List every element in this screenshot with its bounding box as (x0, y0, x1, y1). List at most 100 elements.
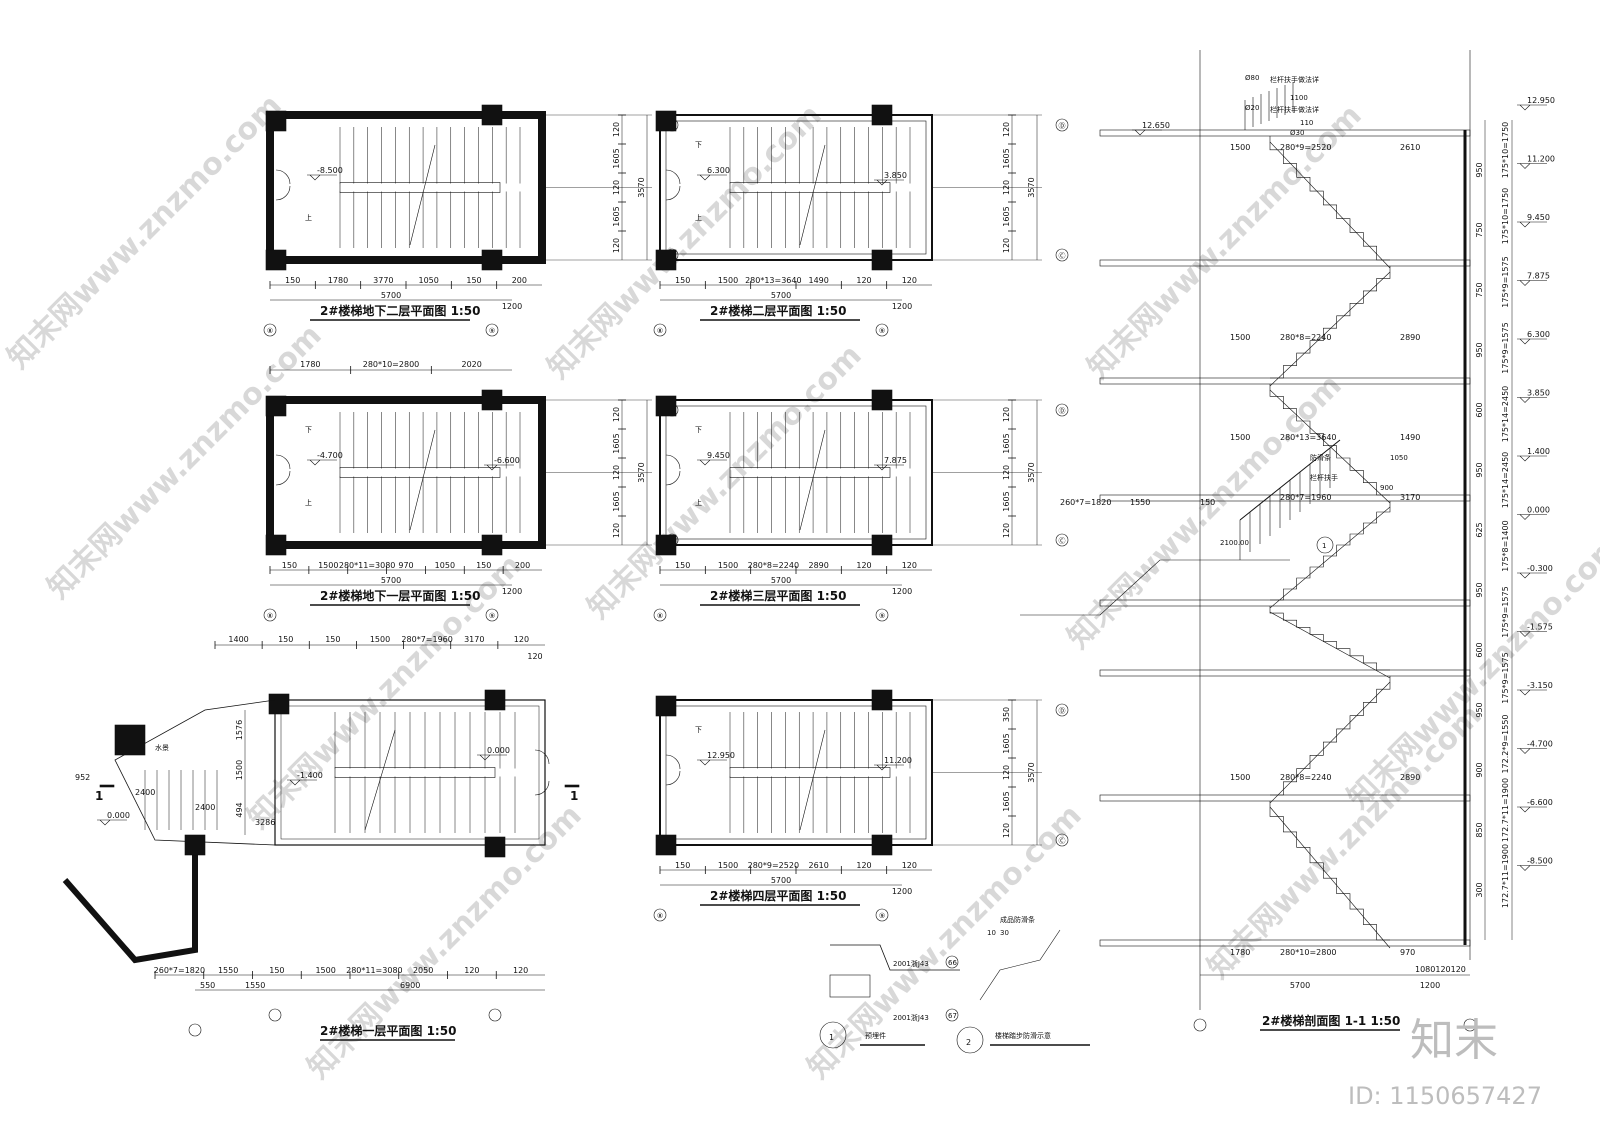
level-symbol (1517, 104, 1547, 111)
stair-flight (1270, 266, 1391, 379)
dim-side-label: 950 (1475, 162, 1484, 177)
down-label: 下 (305, 426, 312, 434)
level-symbol (1517, 689, 1547, 696)
plan-inner-wall (665, 120, 927, 255)
dim-sub: 1200 (1420, 981, 1440, 990)
floor-slab (1099, 494, 1471, 502)
axis-label: ⑨ (489, 327, 495, 335)
column (655, 834, 677, 856)
stair-soffit (1269, 506, 1391, 609)
door-swing (665, 754, 681, 786)
level-symbol (1517, 865, 1547, 871)
dim-total: 5700 (771, 291, 791, 300)
stair-handrail (729, 182, 891, 193)
detail-number-bubble (956, 1026, 984, 1054)
stair-flight (1270, 676, 1391, 796)
level-symbol (97, 819, 127, 826)
level-label: 12.650 (1142, 121, 1170, 130)
ground-inner-walls (280, 705, 540, 840)
door-swing (665, 169, 681, 201)
axis-bubble (653, 908, 667, 922)
stair-handrail (339, 182, 501, 193)
dim-sub: 120 (527, 652, 542, 661)
column (871, 689, 893, 711)
dim-side-label: 1576 (235, 720, 244, 740)
dim-label: 120 (902, 561, 917, 570)
dim-side-label: 625 (1475, 522, 1484, 537)
axis-label: ⑨ (879, 912, 885, 920)
level-label: 0.000 (487, 746, 510, 755)
run-label: 2610 (1400, 143, 1420, 152)
image-id-label: ID: 1150657427 (1348, 1082, 1542, 1110)
level-symbol (1517, 631, 1547, 637)
detail-number: 1 (829, 1033, 834, 1042)
axis-bubble (1055, 248, 1069, 262)
dim-label: 280*8=2240 (748, 561, 799, 570)
axis-label: Ⓒ (1059, 537, 1066, 545)
detail-ref-bubble (945, 1008, 959, 1022)
detail-number: 2 (966, 1038, 971, 1047)
stair-section: 12.95011.2009.4507.8756.3003.8501.4000.0… (1020, 50, 1555, 1032)
level-symbol (1517, 455, 1547, 462)
wing-outline (114, 699, 276, 846)
column (484, 689, 506, 711)
watermark-text: 知末网www.znzmo.com (1081, 98, 1369, 386)
level-symbol (874, 179, 904, 186)
dim-label: 6900 (400, 981, 420, 990)
dim-label: 150 (476, 561, 491, 570)
column (484, 836, 506, 858)
axis-label: ⑧ (657, 612, 663, 620)
level-label: 0.000 (107, 811, 130, 820)
column (655, 249, 677, 271)
dim-label: 150 (325, 635, 340, 644)
run-label: 1500 (1230, 333, 1250, 342)
column (265, 534, 287, 556)
dim-side-label: 120 (1002, 407, 1011, 422)
floor-slab (1099, 377, 1471, 385)
detail-code: 67 (948, 1012, 957, 1020)
dim-label: 1550 (218, 966, 238, 975)
dim-label: 280*9=2520 (748, 861, 799, 870)
up-label: 上 (305, 498, 312, 507)
column (871, 834, 893, 856)
floor-slab (1099, 599, 1471, 607)
dim-side-label: 120 (1002, 523, 1011, 538)
level-symbol (1517, 514, 1547, 520)
rail-note: Ø20 (1245, 104, 1259, 112)
axis-bubble (1055, 703, 1069, 717)
dim-side-label: 1605 (612, 433, 621, 453)
dim-side-label: 300 (1475, 882, 1484, 897)
dim-side-label: 1605 (612, 206, 621, 226)
run-label: 3170 (1400, 493, 1420, 502)
detail-dim: 10 (987, 929, 996, 937)
axis-label: Ⓒ (1059, 252, 1066, 260)
dim-label: 120 (902, 276, 917, 285)
room-label: 水景 (155, 743, 169, 752)
dim-side-label: 850 (1475, 822, 1484, 837)
level-symbol (1517, 748, 1547, 754)
level-label: 3.850 (884, 171, 907, 180)
column (184, 834, 206, 856)
down-label: 下 (695, 426, 702, 434)
level-label: 6.300 (1527, 330, 1550, 339)
dim-label: 3170 (464, 635, 484, 644)
stair-handrail (729, 767, 891, 778)
dim-label: 150 (675, 276, 690, 285)
rail-note: 900 (1380, 484, 1393, 492)
column (655, 695, 677, 717)
watermark-text: 知末网www.znzmo.com (1201, 698, 1489, 986)
dim-label: 2020 (461, 360, 481, 369)
level-label: -8.500 (317, 166, 343, 175)
stair-soffit (1269, 141, 1391, 269)
dim-diag-label: 2400 (195, 803, 215, 812)
dim-label: 970 (398, 561, 413, 570)
floor-slab (1099, 794, 1471, 802)
level-label: 3.850 (1527, 389, 1550, 398)
dim-sub: 1200 (892, 887, 912, 896)
axis-bubble (1055, 118, 1069, 132)
stair-soffit (1269, 806, 1391, 949)
